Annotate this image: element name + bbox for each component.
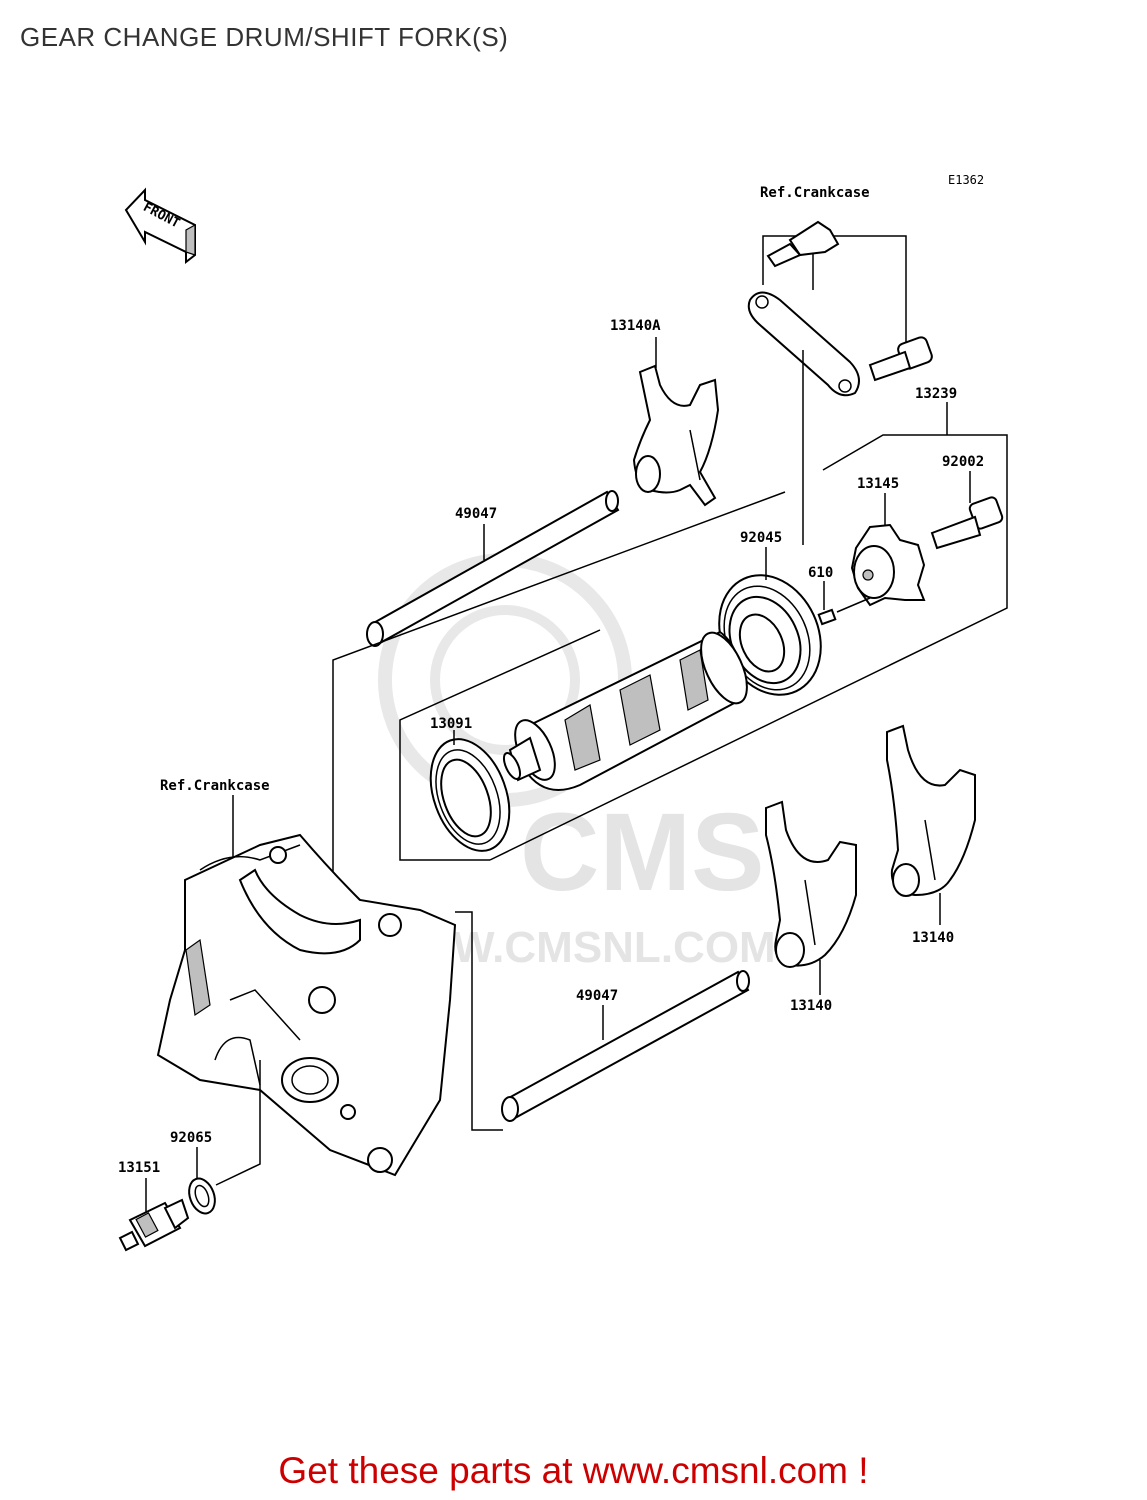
label-92002: 92002	[942, 454, 984, 470]
washer-92065	[188, 1177, 216, 1215]
label-13091: 13091	[430, 716, 472, 732]
shaft-49047-bottom	[501, 970, 750, 1122]
shaft-bracket-bottom	[455, 911, 503, 1131]
bolt-bracket	[868, 336, 933, 382]
label-610: 610	[808, 565, 833, 581]
label-49047-top: 49047	[455, 506, 497, 522]
diagram-code: E1362	[948, 173, 984, 187]
shaft-49047-top	[366, 490, 620, 647]
drum-bracket	[399, 629, 601, 861]
watermark: CMS WWW.CMSNL.COM	[370, 553, 776, 972]
shift-drum	[502, 630, 748, 791]
bearing-92045	[718, 574, 822, 696]
bearing-13091	[429, 738, 511, 852]
crankcase	[156, 833, 457, 1177]
upper-crankcase-bracket	[747, 220, 933, 397]
label-92045: 92045	[740, 530, 782, 546]
page-title: GEAR CHANGE DRUM/SHIFT FORK(S)	[20, 22, 509, 52]
watermark-logo: CMS	[520, 791, 764, 914]
screw-top	[766, 220, 840, 268]
bolt-92002	[930, 496, 1004, 550]
label-ref-crankcase-left: Ref.Crankcase	[160, 778, 270, 794]
washer-leader	[215, 1060, 261, 1186]
label-13140-mid: 13140	[790, 998, 832, 1014]
label-13151: 13151	[118, 1160, 160, 1176]
pin-610	[817, 597, 871, 626]
label-92065: 92065	[170, 1130, 212, 1146]
front-arrow-icon: FRONT	[124, 187, 196, 265]
crankcase-plate	[747, 291, 860, 397]
shift-fork-13140A	[632, 364, 720, 507]
label-13140-right: 13140	[912, 930, 954, 946]
label-13140A: 13140A	[610, 318, 661, 334]
label-ref-crankcase-top: Ref.Crankcase	[760, 185, 870, 201]
label-13239: 13239	[915, 386, 957, 402]
shift-fork-13140-right	[886, 724, 976, 897]
kit-bracket-13239	[489, 434, 1008, 861]
footer-link[interactable]: Get these parts at www.cmsnl.com !	[278, 1450, 869, 1491]
shift-fork-13140-mid	[765, 800, 857, 968]
label-13145: 13145	[857, 476, 899, 492]
label-49047-bottom: 49047	[576, 988, 618, 1004]
shaft-bracket-top	[332, 491, 786, 880]
sensor-13151	[118, 1198, 190, 1252]
cam-plate-13145	[850, 523, 926, 607]
